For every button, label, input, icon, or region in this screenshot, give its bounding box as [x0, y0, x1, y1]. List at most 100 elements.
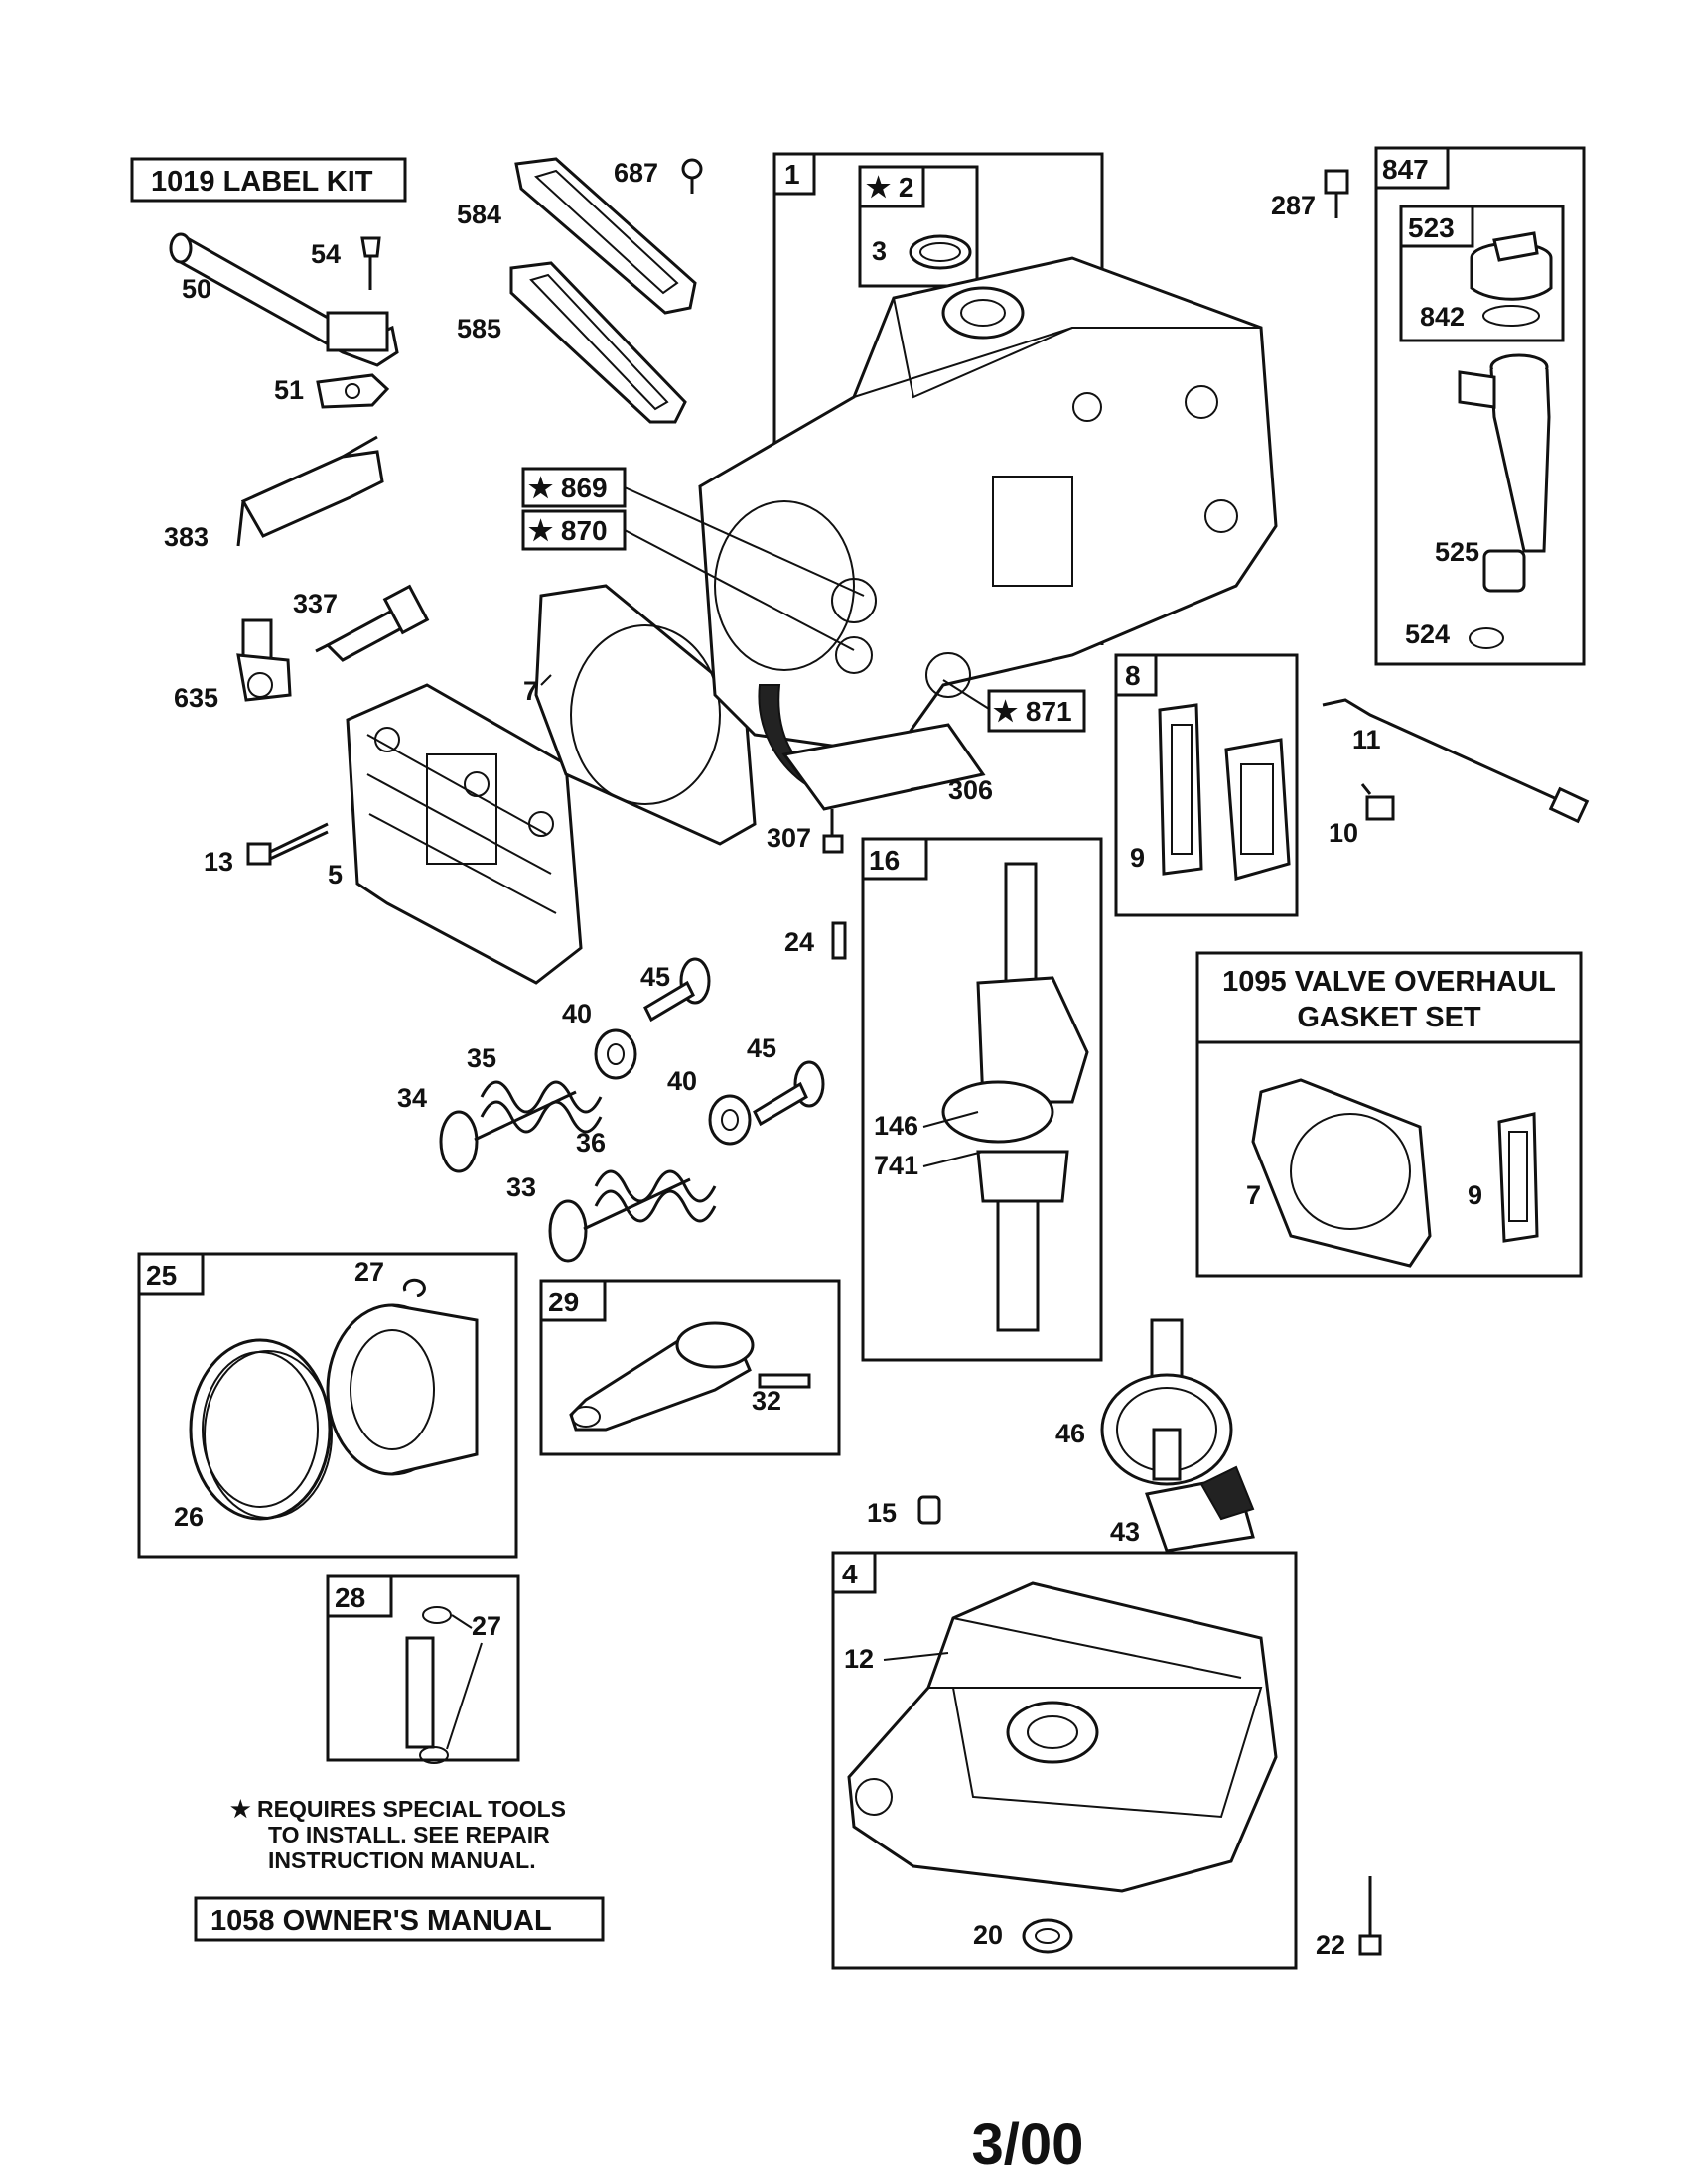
- callout-43: 43: [1110, 1517, 1140, 1547]
- owners-manual-title: 1058 OWNER'S MANUAL: [210, 1905, 552, 1937]
- callout-24: 24: [784, 927, 814, 957]
- callout-34: 34: [397, 1083, 427, 1113]
- bolt-287: [1324, 169, 1349, 218]
- box-4-label: 4: [842, 1559, 858, 1589]
- box-847-dipstick: 847 523 842 525 524: [1374, 146, 1586, 666]
- callout-11: 11: [1352, 725, 1381, 754]
- cover-584: [514, 157, 697, 315]
- note-line-1: ★ REQUIRES SPECIAL TOOLS: [230, 1796, 566, 1822]
- box-871-label: ★ 871: [993, 696, 1072, 727]
- callout-741: 741: [874, 1151, 918, 1180]
- callout-54: 54: [311, 239, 341, 269]
- plug-15: [917, 1495, 941, 1525]
- callout-27-pin: 27: [472, 1611, 501, 1641]
- callout-635: 635: [174, 683, 218, 713]
- valve-33: [548, 1177, 691, 1263]
- bolt-22: [1358, 1876, 1382, 1956]
- box-869-label: ★ 869: [528, 473, 608, 503]
- box-4-sump: 4: [831, 1551, 1298, 1970]
- callout-36: 36: [576, 1128, 606, 1158]
- seal-40a: [594, 1028, 637, 1080]
- callout-27-piston: 27: [354, 1257, 384, 1287]
- callout-32: 32: [752, 1386, 781, 1416]
- screw-687: [681, 158, 703, 194]
- spring-36: [594, 1169, 717, 1223]
- callout-35: 35: [467, 1043, 496, 1073]
- callout-584: 584: [457, 200, 501, 229]
- callout-40-upper: 40: [562, 999, 592, 1028]
- screw-10: [1360, 783, 1395, 821]
- box-1-label: 1: [784, 159, 800, 190]
- callout-26: 26: [174, 1502, 204, 1532]
- callout-33: 33: [506, 1172, 536, 1202]
- box-16-crankshaft: 16: [861, 837, 1103, 1362]
- camshaft-46: [1100, 1318, 1233, 1486]
- callout-306: 306: [948, 775, 993, 805]
- box-8-label: 8: [1125, 660, 1141, 691]
- callout-22: 22: [1316, 1930, 1345, 1960]
- callout-9-box8: 9: [1130, 843, 1145, 873]
- box-29-label: 29: [548, 1287, 579, 1317]
- head-gasket-7: [534, 584, 757, 846]
- valve-overhaul-subtitle: GASKET SET: [1297, 1002, 1481, 1033]
- callout-3: 3: [872, 236, 887, 266]
- callout-337: 337: [293, 589, 338, 618]
- callout-20: 20: [973, 1920, 1003, 1950]
- page-date: 3/00: [972, 2113, 1084, 2177]
- box-28-label: 28: [335, 1582, 365, 1613]
- box-8-cover: 8: [1114, 653, 1299, 917]
- cylinder-head-5: [346, 683, 583, 985]
- callout-871-box: ★ 871: [942, 679, 1086, 733]
- callout-13: 13: [204, 847, 233, 877]
- spark-plug-337: [315, 584, 430, 662]
- callout-10: 10: [1329, 818, 1358, 848]
- box-16-label: 16: [869, 845, 900, 876]
- screw-307: [822, 809, 844, 854]
- callout-307: 307: [767, 823, 811, 853]
- callout-40-lower: 40: [667, 1066, 697, 1096]
- spring-35: [480, 1080, 603, 1134]
- callout-383: 383: [164, 522, 209, 552]
- dipstick-11: [1322, 698, 1590, 824]
- valve-45b: [753, 1060, 825, 1127]
- callout-5: 5: [328, 860, 343, 889]
- label-kit-title: 1019 LABEL KIT: [151, 166, 373, 198]
- owners-manual-box: 1058 OWNER'S MANUAL: [194, 1896, 605, 1942]
- gasket-51: [316, 373, 390, 409]
- box-523-label: 523: [1408, 212, 1455, 243]
- note-line-2: TO INSTALL. SEE REPAIR: [268, 1822, 550, 1847]
- bolt-13: [246, 822, 329, 866]
- callout-46: 46: [1055, 1419, 1085, 1448]
- callout-525: 525: [1435, 537, 1479, 567]
- callout-7-kit: 7: [1246, 1180, 1261, 1210]
- callout-7-crankcase-gasket: 7: [523, 676, 538, 706]
- valve-34: [439, 1090, 577, 1173]
- screw-54: [360, 236, 381, 290]
- tool-383: [236, 435, 384, 547]
- pin-24: [831, 921, 847, 960]
- special-tools-note: ★ REQUIRES SPECIAL TOOLS TO INSTALL. SEE…: [230, 1796, 566, 1873]
- breather-tube-part: [169, 232, 399, 367]
- valve-45a: [643, 957, 711, 1023]
- callout-51: 51: [274, 375, 304, 405]
- callout-12: 12: [844, 1644, 874, 1674]
- valve-overhaul-title: 1095 VALVE OVERHAUL: [1222, 966, 1556, 998]
- governor-43: [1145, 1465, 1255, 1553]
- callout-15: 15: [867, 1498, 897, 1528]
- callout-146: 146: [874, 1111, 918, 1141]
- box-847-label: 847: [1382, 154, 1429, 185]
- box-870-label: ★ 870: [528, 515, 608, 546]
- seal-40b: [708, 1094, 752, 1146]
- boot-635: [236, 618, 292, 702]
- box-29-connecting-rod: 29: [539, 1279, 841, 1456]
- note-line-3: INSTRUCTION MANUAL.: [268, 1847, 536, 1873]
- callout-524: 524: [1405, 619, 1450, 649]
- box-28-wrist-pin: 28: [326, 1574, 520, 1764]
- callout-labels: 687 584 585 54 50 51 383 337 635 287 7 3…: [164, 158, 1482, 1960]
- callout-9-kit: 9: [1468, 1180, 1482, 1210]
- box-2-label: ★ 2: [866, 172, 913, 203]
- box-25-piston: 25: [137, 1252, 518, 1559]
- box-25-label: 25: [146, 1260, 177, 1291]
- callout-45-upper: 45: [640, 962, 670, 992]
